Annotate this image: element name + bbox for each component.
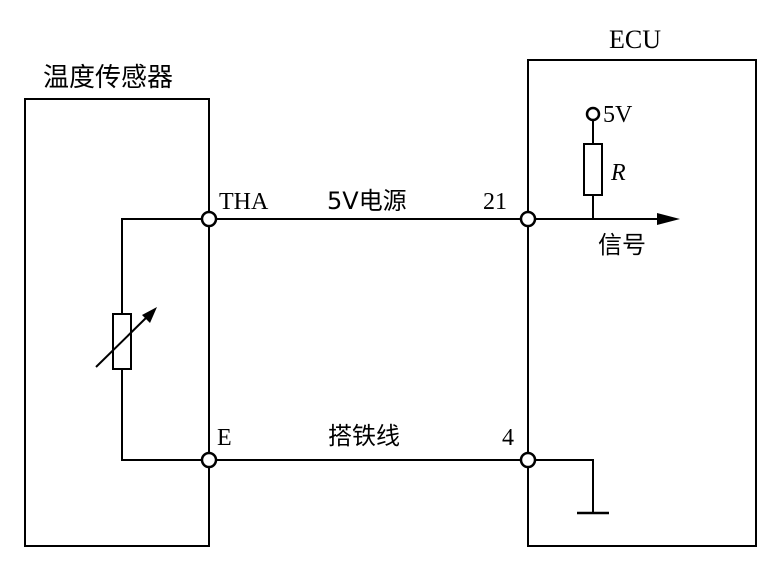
- sensor-internal-bottom-wire: [121, 369, 209, 461]
- terminal-e: [200, 451, 218, 469]
- ecu-ground-wire: [528, 459, 594, 513]
- sensor-internal-top-wire: [121, 218, 209, 314]
- terminal-e-label: E: [217, 425, 232, 451]
- terminal-4-label: 4: [502, 425, 514, 451]
- terminal-21-label: 21: [483, 189, 507, 215]
- sensor-title: 温度传感器: [43, 63, 173, 93]
- sensor-box: [24, 98, 210, 547]
- supply-5v-terminal: [585, 106, 601, 122]
- ecu-title: ECU: [609, 25, 661, 54]
- output-signal-label: 信号: [598, 231, 646, 259]
- pullup-resistor-icon: [583, 143, 603, 196]
- variable-resistor-icon: [95, 307, 157, 370]
- signal-wire-label: 5V电源: [327, 187, 407, 215]
- terminal-21: [519, 210, 537, 228]
- output-arrow-icon: [657, 213, 680, 225]
- ground-wire-label: 搭铁线: [328, 422, 400, 450]
- terminal-tha-label: THA: [219, 189, 269, 215]
- resistor-label: R: [610, 160, 626, 186]
- terminal-tha: [200, 210, 218, 228]
- terminal-4: [519, 451, 537, 469]
- supply-5v-label: 5V: [603, 102, 633, 128]
- ecu-box: [527, 59, 757, 547]
